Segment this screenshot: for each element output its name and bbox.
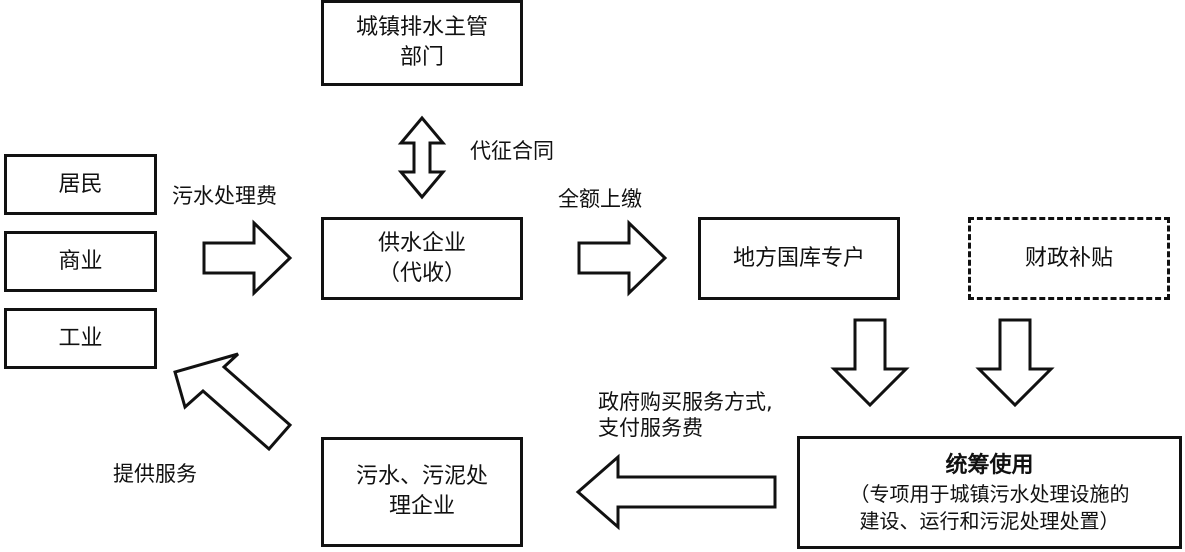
sewage-fee-label: 污水处理费 <box>172 184 277 208</box>
residents-box: 居民 <box>4 154 157 215</box>
full-remit-label: 全额上缴 <box>558 187 642 211</box>
water-company-line2: （代收） <box>377 260 466 286</box>
arrow-sewage-fee <box>202 219 293 297</box>
water-company-line1: 供水企业 <box>377 230 466 256</box>
arrow-subsidy-down <box>975 318 1055 408</box>
industry-label: 工业 <box>58 325 103 351</box>
treatment-line1: 污水、污泥处 <box>355 464 488 489</box>
collection-contract-label: 代征合同 <box>470 139 554 163</box>
authority-box: 城镇排水主管 部门 <box>321 0 523 86</box>
treatment-line2: 理企业 <box>388 494 455 519</box>
provide-service-label: 提供服务 <box>113 462 197 486</box>
treatment-company-box: 污水、污泥处 理企业 <box>321 437 523 547</box>
arrow-treasury-down <box>830 318 910 408</box>
usage-title: 统筹使用 <box>945 452 1034 478</box>
residents-label: 居民 <box>58 171 103 197</box>
authority-line2: 部门 <box>399 45 444 70</box>
double-arrow-authority-water <box>397 115 447 200</box>
treasury-box: 地方国库专户 <box>698 217 900 300</box>
commerce-label: 商业 <box>58 248 103 274</box>
subsidy-label: 财政补贴 <box>1024 245 1113 271</box>
purchase-line1: 政府购买服务方式, <box>598 390 773 414</box>
water-company-box: 供水企业 （代收） <box>321 217 523 300</box>
arrow-pay-service <box>575 453 777 531</box>
purchase-service-label: 政府购买服务方式, 支付服务费 <box>598 389 773 441</box>
usage-line1: （专项用于城镇污水处理设施的 <box>849 481 1130 506</box>
usage-box: 统筹使用 （专项用于城镇污水处理设施的 建设、运行和污泥处理处置） <box>797 436 1182 549</box>
subsidy-box: 财政补贴 <box>968 217 1170 300</box>
industry-box: 工业 <box>4 308 157 369</box>
arrow-full-remit <box>577 219 668 297</box>
treasury-label: 地方国库专户 <box>732 245 865 271</box>
purchase-line2: 支付服务费 <box>598 416 703 440</box>
authority-line1: 城镇排水主管 <box>355 15 488 40</box>
usage-line2: 建设、运行和污泥处理处置） <box>859 508 1120 533</box>
commerce-box: 商业 <box>4 231 157 292</box>
arrow-provide-service <box>173 352 293 452</box>
